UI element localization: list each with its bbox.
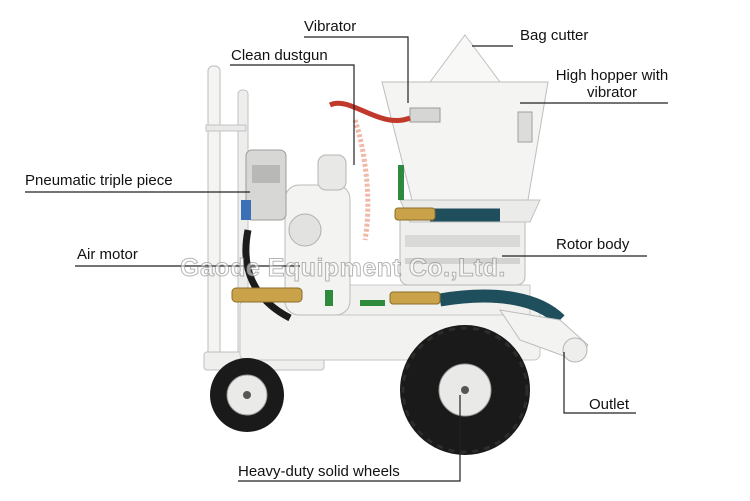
watermark: Gaode Equipment Co.,Ltd. <box>180 254 506 283</box>
small-wheel <box>210 358 284 432</box>
label-vibrator: Vibrator <box>304 18 357 35</box>
leader-wheels <box>238 395 461 482</box>
hoses <box>242 100 565 325</box>
leader-clean-dustgun <box>230 64 355 165</box>
large-wheel <box>400 325 530 455</box>
rotor-body-unit <box>399 209 526 286</box>
label-wheels: Heavy-duty solid wheels <box>238 463 400 480</box>
leader-outlet <box>563 352 636 414</box>
label-outlet: Outlet <box>589 396 630 413</box>
air-motor-unit <box>284 154 351 316</box>
label-clean-dustgun: Clean dustgun <box>231 47 328 64</box>
leader-vibrator <box>304 36 409 103</box>
outlet-unit <box>498 309 589 363</box>
leader-lines <box>25 36 668 482</box>
hopper <box>381 34 549 223</box>
label-pneumatic-triple-piece: Pneumatic triple piece <box>25 172 173 189</box>
pneumatic-triple-piece-unit <box>241 149 287 221</box>
fittings <box>231 165 441 306</box>
label-high-hopper: High hopper with vibrator <box>555 67 669 101</box>
label-bag-cutter: Bag cutter <box>520 27 589 44</box>
label-rotor-body: Rotor body <box>556 236 630 253</box>
label-air-motor: Air motor <box>77 246 138 263</box>
